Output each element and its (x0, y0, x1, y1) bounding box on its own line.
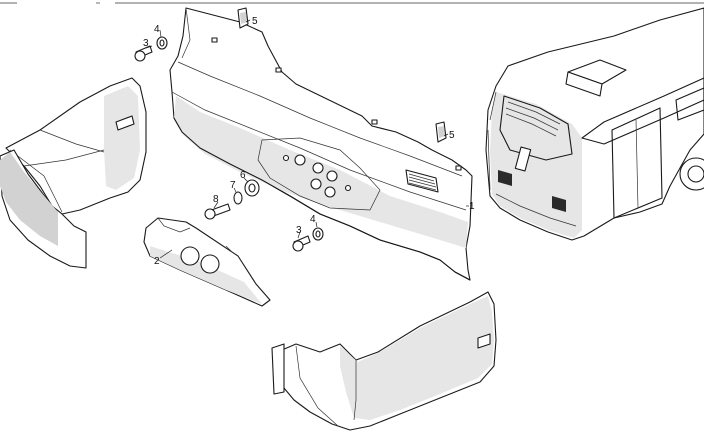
callout-4-lower: 4 (310, 214, 316, 225)
callout-8: 8 (213, 194, 219, 205)
callout-6: 6 (240, 170, 246, 181)
callout-1: 1 (469, 201, 475, 212)
callout-labels: 1 2 3 4 5 5 6 7 8 3 4 (143, 16, 475, 267)
callout-5-lower: 5 (449, 130, 455, 141)
screw-upper (134, 45, 153, 62)
callout-7: 7 (230, 180, 236, 191)
washer-7 (233, 191, 243, 205)
clip-lower (435, 121, 447, 143)
left-end-cap (0, 77, 147, 269)
clip-upper (237, 7, 249, 29)
washer-upper (156, 36, 168, 50)
label-plate (405, 169, 439, 193)
light-bracket (143, 217, 271, 307)
nut-6 (244, 179, 260, 197)
callout-3-upper: 3 (143, 38, 149, 49)
callout-2: 2 (154, 256, 160, 267)
light-openings (282, 154, 352, 198)
bus-illustration (485, 7, 704, 241)
callout-4-upper: 4 (154, 24, 160, 35)
callout-3-lower: 3 (296, 225, 302, 236)
callout-5-upper: 5 (252, 16, 258, 27)
washer-lower (312, 227, 324, 241)
screw-lower (292, 235, 311, 252)
right-end-cap (271, 291, 497, 431)
rear-bumper-panel (169, 7, 473, 281)
leader-lines (145, 19, 469, 259)
bolt-8 (204, 203, 231, 220)
